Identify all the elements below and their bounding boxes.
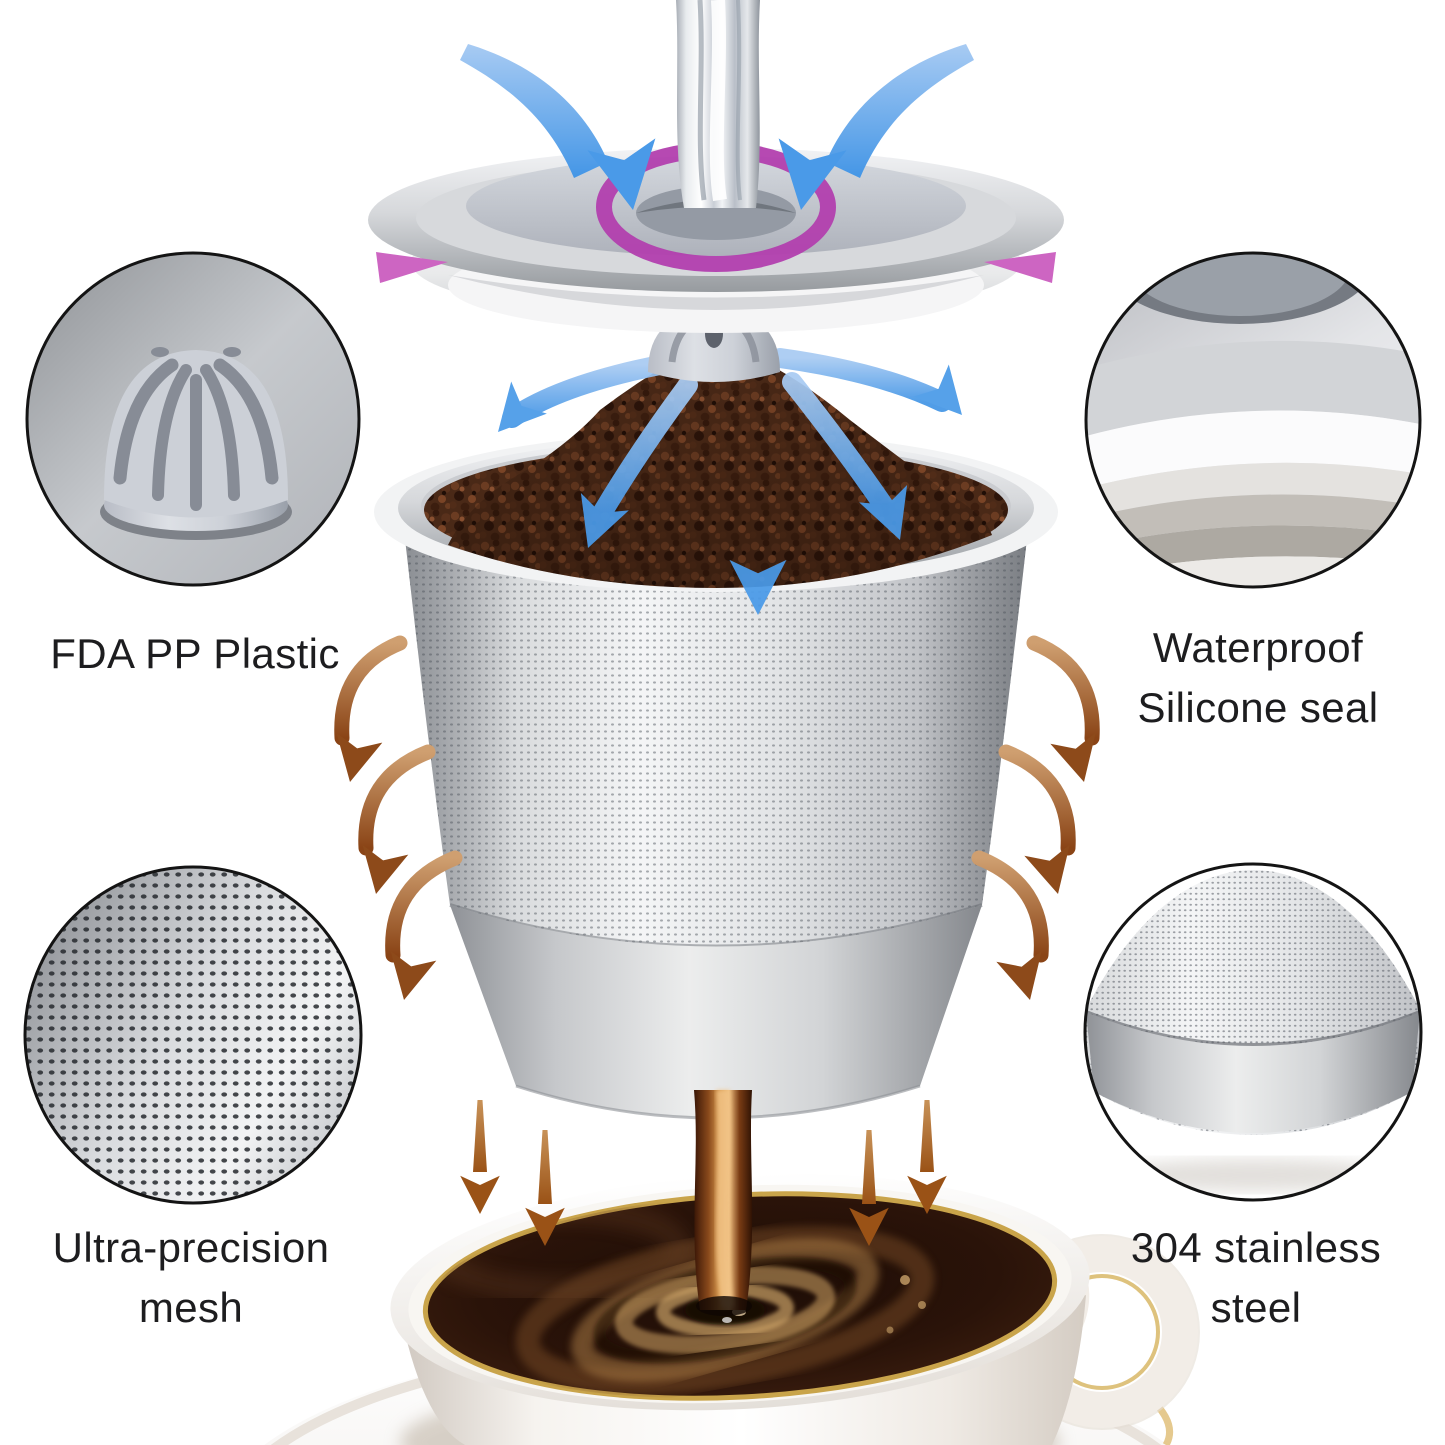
lid-pink-marker-right bbox=[984, 252, 1056, 283]
label-fda-pp-plastic: FDA PP Plastic bbox=[10, 624, 380, 684]
label-line2: mesh bbox=[138, 1284, 244, 1332]
callout-pp-plastic bbox=[25, 251, 361, 587]
label-line1: Waterproof bbox=[1152, 624, 1364, 671]
label-line2: steel bbox=[1210, 1284, 1302, 1332]
mesh-shading bbox=[402, 512, 1030, 947]
steel-band bbox=[450, 905, 982, 1118]
callout-mesh bbox=[23, 865, 363, 1205]
label-ultra-precision-mesh: Ultra-precision mesh bbox=[0, 1218, 382, 1338]
label-304-stainless-steel: 304 stainless steel bbox=[1066, 1218, 1445, 1338]
water-stream bbox=[676, 0, 760, 208]
label-text: FDA PP Plastic bbox=[50, 630, 340, 677]
label-waterproof-silicone-seal: Waterproof Silicone seal bbox=[1072, 618, 1444, 738]
label-line1: Ultra-precision bbox=[52, 1224, 330, 1271]
lid bbox=[368, 142, 1064, 333]
drip-arrows-left bbox=[327, 635, 463, 1005]
lid-skirt-shade bbox=[448, 275, 984, 310]
label-line1: 304 stainless bbox=[1130, 1224, 1382, 1271]
pour-arrows bbox=[460, 44, 974, 216]
callout-silicone-seal bbox=[1084, 251, 1422, 589]
label-line2: Silicone seal bbox=[1137, 684, 1379, 732]
grounds-shading bbox=[448, 343, 992, 588]
coffee-stream bbox=[694, 1090, 753, 1316]
lid-pink-marker-left bbox=[376, 252, 448, 283]
drip-arrows-straight bbox=[460, 1100, 947, 1246]
drip-arrows-right bbox=[971, 635, 1107, 1006]
water-flow-arrows bbox=[480, 348, 980, 615]
